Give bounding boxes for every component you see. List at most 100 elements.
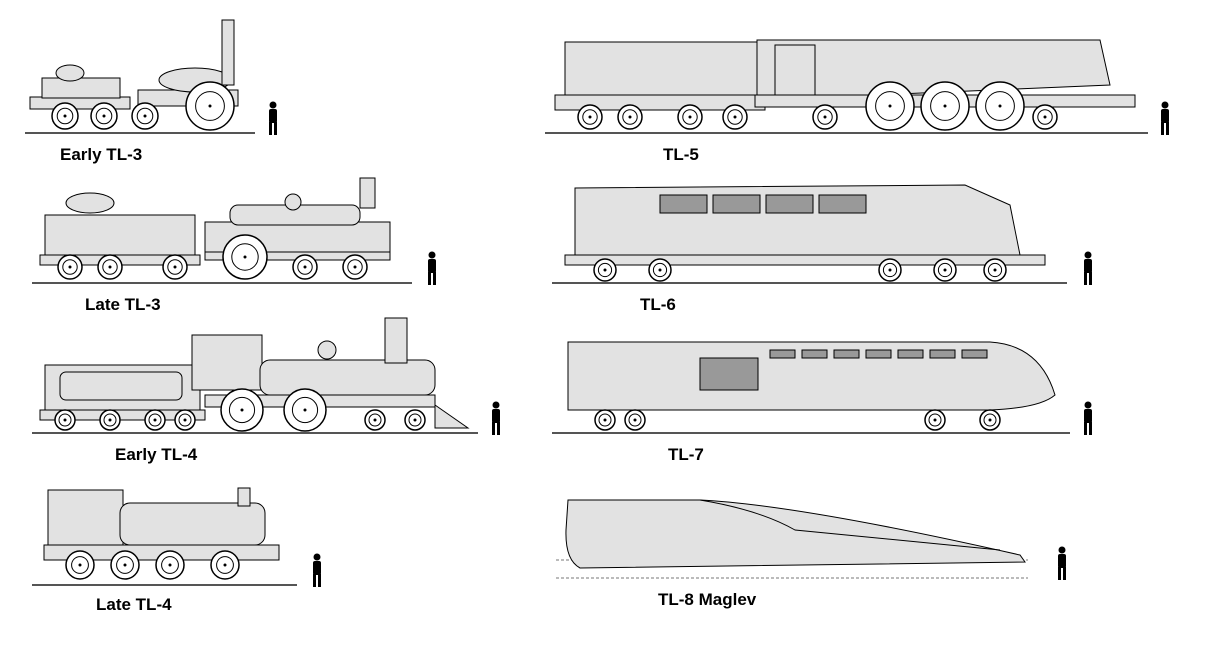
person-torso (428, 259, 436, 273)
human-scale-figure-icon (1084, 401, 1092, 435)
wheel-rim (103, 413, 117, 427)
wheel-hub (223, 563, 227, 567)
grille-vent (659, 194, 708, 214)
roof-vent (833, 349, 860, 359)
chimney (237, 487, 251, 507)
wheel-hub (303, 265, 307, 269)
wheel-rim (983, 413, 997, 427)
tender-frame (29, 96, 131, 110)
chimney (359, 177, 376, 209)
person-head (428, 251, 436, 259)
person-leg (433, 272, 436, 285)
wheel-rim (71, 556, 89, 574)
person-leg (1084, 422, 1087, 435)
wheel-hub (633, 418, 637, 422)
wheel-rim (930, 91, 960, 121)
wheel-rim (882, 262, 898, 278)
cab (47, 489, 124, 546)
roof-vent (961, 349, 988, 359)
train-tl7 (567, 341, 1056, 431)
wheel-rim (167, 259, 183, 275)
tender-dome (65, 192, 115, 214)
label-tl8-maglev: TL-8 Maglev (658, 590, 757, 609)
human-scale-figure-icon (1084, 251, 1092, 285)
wheel-hub (688, 115, 692, 119)
human-scale-figure-icon (1058, 546, 1066, 580)
wheel-hub (123, 563, 127, 567)
roof-vent (865, 349, 892, 359)
wheel-hub (943, 268, 947, 272)
person-leg (1161, 122, 1164, 135)
maglev-contour (699, 499, 1001, 551)
label-late-tl3: Late TL-3 (85, 295, 161, 314)
wheel-rim (178, 413, 192, 427)
wheel-rim (408, 413, 422, 427)
wheel-rim (161, 556, 179, 574)
train-early-tl4 (39, 317, 470, 432)
chimney (221, 19, 235, 86)
barrel (55, 64, 85, 82)
wheel-hub (988, 418, 992, 422)
wheel-rim (652, 262, 668, 278)
human-scale-figure-icon (428, 251, 436, 285)
wheel-hub (888, 268, 892, 272)
person-torso (1058, 554, 1066, 568)
wheel-rim (875, 91, 905, 121)
wheel-rim (195, 91, 225, 121)
human-scale-figure-icon (269, 101, 277, 135)
wheel-hub (823, 115, 827, 119)
steam-dome (284, 193, 302, 211)
label-early-tl3: Early TL-3 (60, 145, 143, 164)
label-early-tl4: Early TL-4 (115, 445, 198, 464)
wheel-hub (628, 115, 632, 119)
label-tl6: TL-6 (640, 295, 676, 314)
wheel-hub (733, 115, 737, 119)
wheel-hub (933, 418, 937, 422)
wheel-hub (603, 418, 607, 422)
wheel-rim (136, 107, 154, 125)
wheel-rim (597, 262, 613, 278)
wheel-rim (56, 107, 74, 125)
grille-vent (765, 194, 814, 214)
wheel-rim (598, 413, 612, 427)
tender-panel (59, 371, 183, 401)
wheel-hub (183, 418, 187, 422)
chimney (384, 317, 408, 364)
wheel-rim (727, 109, 743, 125)
person-leg (1089, 272, 1092, 285)
person-leg (1084, 272, 1087, 285)
wheel-hub (413, 418, 417, 422)
person-leg (318, 574, 321, 587)
wheel-rim (228, 396, 256, 424)
wheel-hub (373, 418, 377, 422)
train-late-tl3 (39, 177, 391, 280)
wheel-hub (658, 268, 662, 272)
tank-boiler (119, 502, 266, 546)
human-scale-figure-icon (492, 401, 500, 435)
roof-vent (801, 349, 828, 359)
wheel-rim (148, 413, 162, 427)
label-late-tl4: Late TL-4 (96, 595, 172, 614)
electric-body (567, 341, 1056, 411)
wheel-hub (588, 115, 592, 119)
person-torso (269, 109, 277, 123)
person-head (1084, 401, 1092, 409)
wheel-rim (987, 262, 1003, 278)
grille-vent (818, 194, 867, 214)
human-scale-figure-icon (1161, 101, 1169, 135)
wheel-rim (582, 109, 598, 125)
frame (564, 254, 1046, 266)
tender-body (41, 77, 121, 99)
human-scale-figure-icon (313, 553, 321, 587)
wheel-hub (108, 418, 112, 422)
maglev-body (565, 499, 1026, 569)
wheel-rim (116, 556, 134, 574)
wheel-hub (208, 104, 212, 108)
person-leg (274, 122, 277, 135)
wheel-rim (58, 413, 72, 427)
tender-frame (39, 409, 206, 421)
wheel-hub (102, 114, 106, 118)
wheel-rim (347, 259, 363, 275)
wheel-rim (928, 413, 942, 427)
cowcatcher (434, 404, 470, 429)
